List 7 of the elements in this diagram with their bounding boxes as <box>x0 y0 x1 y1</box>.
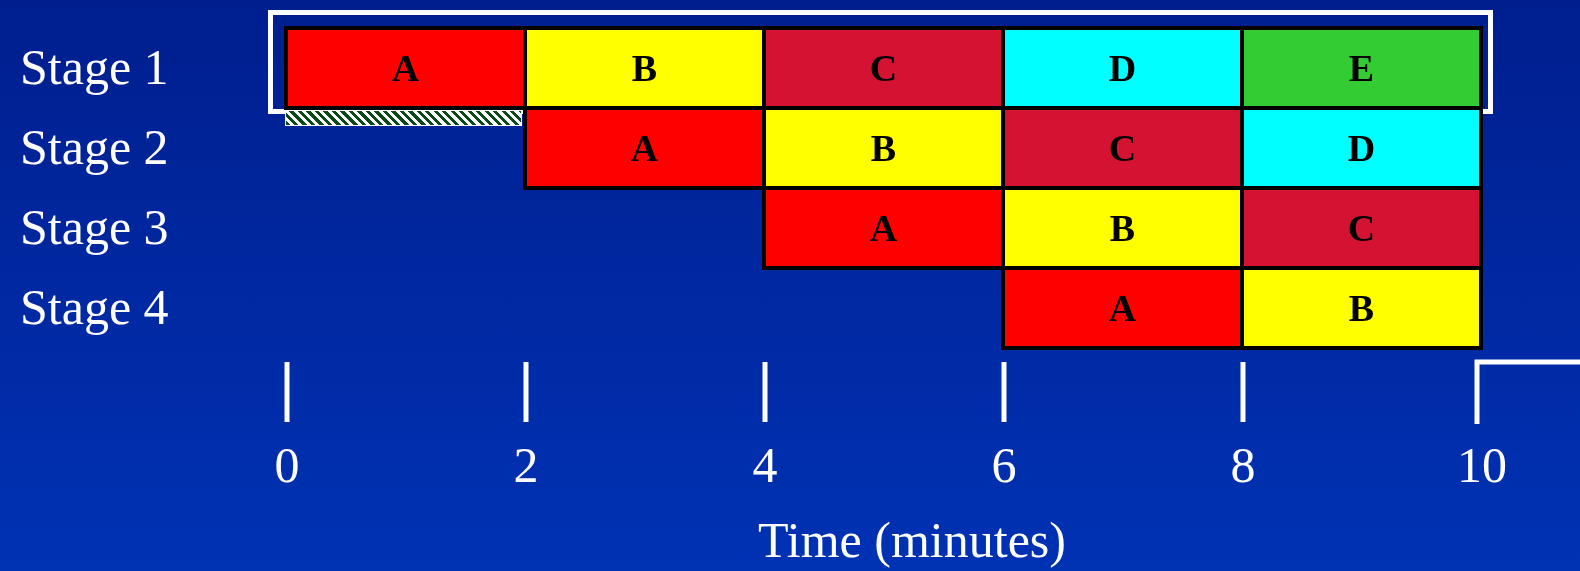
tick-label: 0 <box>274 440 300 490</box>
tick-label: 2 <box>513 440 539 490</box>
tick-label: 8 <box>1230 440 1256 490</box>
tick-label: 4 <box>752 440 778 490</box>
tick-label: 6 <box>991 440 1017 490</box>
tick-label: 10 <box>1457 440 1507 490</box>
hatched-bar <box>285 110 522 126</box>
